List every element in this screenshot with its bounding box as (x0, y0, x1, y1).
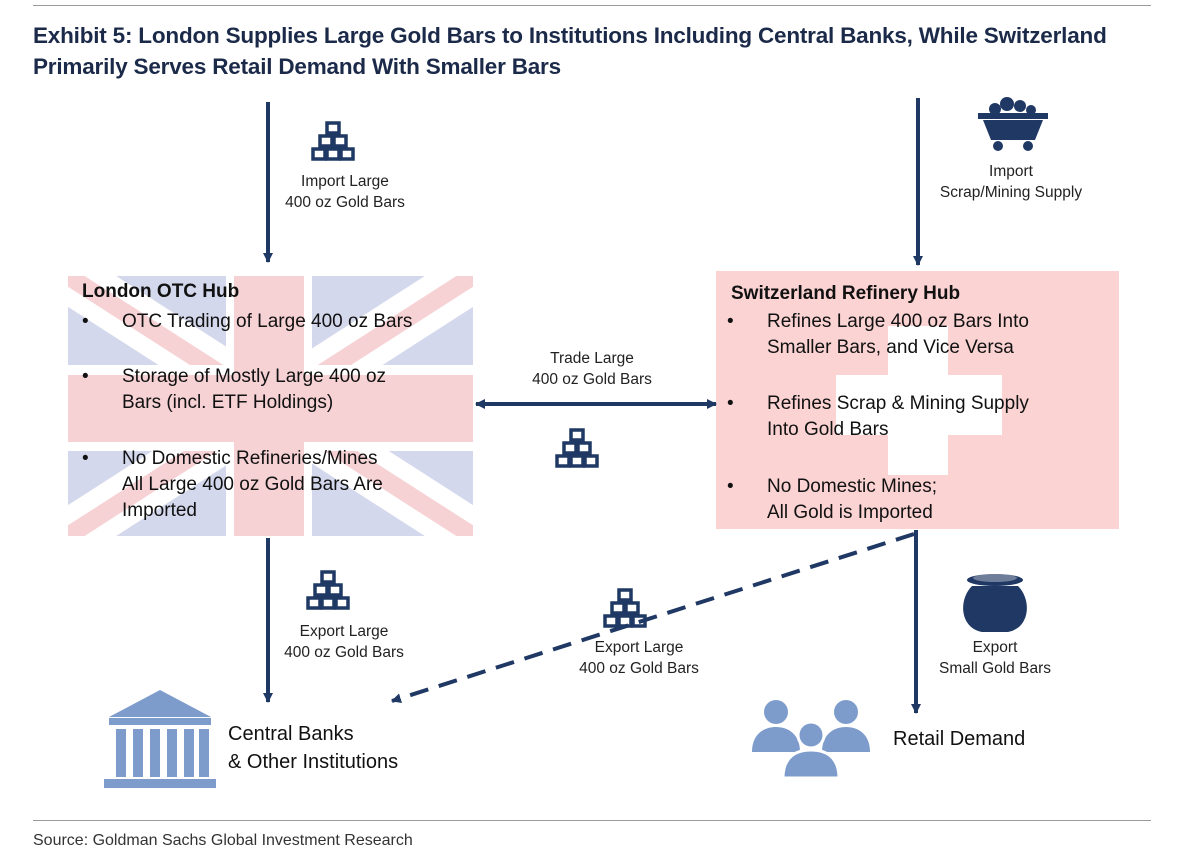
bullet-text: Smaller Bars, and Vice Versa (767, 337, 1014, 358)
bullet-text: No Domestic Mines; (767, 476, 937, 497)
export-swiss-large-dashed-arrow (391, 532, 915, 704)
bullet-text: OTC Trading of Large 400 oz Bars (122, 311, 413, 332)
bullet-text: Refines Scrap & Mining Supply (767, 393, 1029, 414)
import-london-caption: Import Large 400 oz Gold Bars (285, 173, 405, 211)
bullet-marker: • (82, 366, 89, 387)
trade-caption: Trade Large 400 oz Gold Bars (532, 350, 652, 388)
pot-of-gold-icon (963, 574, 1027, 632)
bullet-marker: • (727, 393, 734, 414)
source-note: Source: Goldman Sachs Global Investment … (33, 832, 413, 849)
bullet-marker: • (82, 448, 89, 469)
import-swiss-caption: Import Scrap/Mining Supply (939, 163, 1083, 201)
export-swiss-small-caption: Export Small Gold Bars (939, 639, 1051, 677)
people-group-icon (752, 700, 870, 780)
bullet-marker: • (82, 311, 89, 332)
bullet-text: Into Gold Bars (767, 419, 889, 440)
bullet-text: Refines Large 400 oz Bars Into (767, 311, 1029, 332)
bullet-text: Storage of Mostly Large 400 oz (122, 366, 387, 387)
gold-bars-icon (311, 121, 355, 161)
bullet-text: Imported (122, 500, 197, 521)
switzerland-box-title: Switzerland Refinery Hub (731, 283, 961, 304)
bullet-text: All Gold is Imported (767, 502, 933, 523)
title-line-1: Exhibit 5: London Supplies Large Gold Ba… (33, 23, 1107, 48)
bullet-marker: • (727, 311, 734, 332)
exhibit-title: Exhibit 5: London Supplies Large Gold Ba… (33, 20, 1153, 82)
title-line-2: Primarily Serves Retail Demand With Smal… (33, 54, 561, 79)
gold-bars-icon (306, 570, 350, 610)
london-box-title: London OTC Hub (82, 281, 240, 302)
export-swiss-large-caption: Export Large 400 oz Gold Bars (579, 639, 699, 677)
london-flag-background (68, 276, 473, 536)
bottom-rule (33, 820, 1151, 821)
central-banks-label: Central Banks & Other Institutions (228, 723, 399, 773)
mine-cart-icon (978, 97, 1048, 151)
bullet-marker: • (727, 476, 734, 497)
retail-demand-label: Retail Demand (893, 728, 1026, 750)
bullet-text: No Domestic Refineries/Mines (122, 448, 378, 469)
bullet-text: Bars (incl. ETF Holdings) (122, 392, 334, 413)
gold-bars-icon (555, 428, 599, 468)
swiss-flag-background (716, 271, 1119, 529)
top-rule (33, 5, 1151, 6)
bank-icon (104, 690, 216, 788)
bullet-text: All Large 400 oz Gold Bars Are (122, 474, 383, 495)
export-london-caption: Export Large 400 oz Gold Bars (284, 623, 404, 661)
